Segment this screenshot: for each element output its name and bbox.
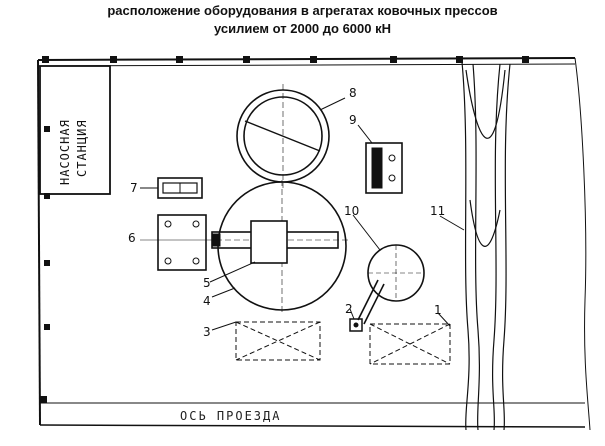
rail-track bbox=[461, 61, 511, 431]
callout-5: 5 bbox=[203, 276, 211, 290]
workshop-walls bbox=[37, 57, 591, 431]
leader-lines bbox=[140, 97, 465, 331]
callout-8: 8 bbox=[349, 86, 357, 100]
callout-2: 2 bbox=[345, 302, 353, 316]
callout-11: 11 bbox=[430, 204, 445, 218]
callout-4: 4 bbox=[203, 294, 211, 308]
storage-area-left bbox=[235, 321, 321, 361]
pump-station: НАСОСНАЯ СТАНЦИЯ bbox=[39, 65, 111, 195]
callout-6: 6 bbox=[128, 231, 136, 245]
passage-axis-label: ОСЬ ПРОЕЗДА bbox=[180, 409, 281, 423]
manipulator-turntable bbox=[236, 84, 330, 188]
hydraulic-block bbox=[349, 318, 363, 332]
pump-station-label-2: СТАНЦИЯ bbox=[75, 119, 89, 177]
callout-numbers: 1 2 3 4 5 6 7 8 9 10 11 bbox=[128, 86, 445, 339]
pump-station-label-1: НАСОСНАЯ bbox=[58, 119, 72, 185]
diagram-title-line-2: усилием от 2000 до 6000 кН bbox=[213, 21, 392, 36]
control-console bbox=[157, 177, 203, 199]
rotary-unit bbox=[357, 244, 425, 325]
diagram-title-line-1: расположение оборудования в агрегатах ко… bbox=[107, 3, 498, 18]
callout-7: 7 bbox=[130, 181, 138, 195]
control-cabinet bbox=[365, 142, 403, 194]
storage-area-right bbox=[369, 323, 451, 365]
press-ram bbox=[211, 220, 339, 264]
callout-10: 10 bbox=[344, 204, 359, 218]
tool-table bbox=[140, 214, 212, 271]
callout-9: 9 bbox=[349, 113, 357, 127]
column-markers bbox=[40, 56, 529, 403]
callout-3: 3 bbox=[203, 325, 211, 339]
callout-1: 1 bbox=[434, 303, 442, 317]
